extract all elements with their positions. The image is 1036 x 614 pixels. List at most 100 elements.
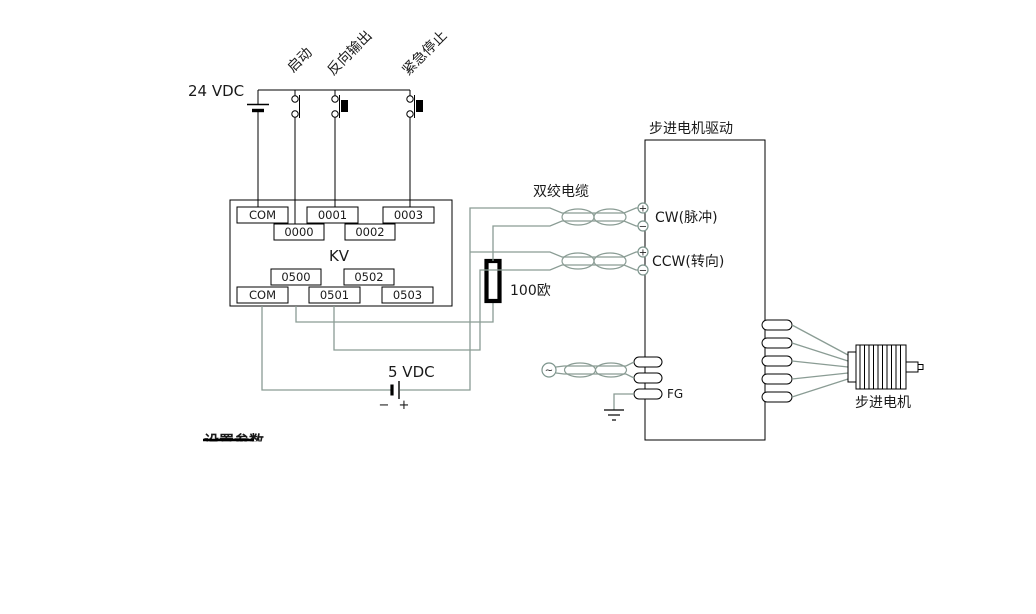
motor-terminal-5 [761,391,793,403]
5vdc-label: 5 VDC [388,363,435,381]
resistor-label: 100欧 [510,283,551,299]
svg-text:0500: 0500 [281,270,310,284]
power-wire-top [555,361,635,368]
svg-text:0002: 0002 [355,225,384,239]
kv-terminal-com-top: COM [236,206,289,224]
kv-plc-unit: COM 0001 0003 0000 0002 KV 0500 0502 [229,199,453,307]
wire-0500-to-resistor [295,301,494,323]
signal-wiring: 5 VDC − + 100欧 [261,207,638,413]
power-5vdc: 5 VDC − + [379,363,435,413]
ccw-minus-terminal [637,264,649,276]
motor-terminal-1 [761,319,793,331]
power-input-terminal-1 [633,356,663,368]
svg-text:0000: 0000 [284,225,313,239]
motor-terminal-4 [761,373,793,385]
svg-text:0501: 0501 [320,288,349,302]
power-input-terminal-2 [633,372,663,384]
kv-name-label: KV [329,247,350,265]
switch-contact-bottom [291,110,299,118]
switch-start: 启动 [285,45,316,224]
battery5-minus-sign: − [379,398,390,413]
power-24vdc: 24 VDC [188,82,410,207]
motor-lead-4 [791,372,849,380]
switch-contact-top [331,95,339,103]
switch-estop-label: 紧急停止 [399,27,451,79]
kv-terminal-0000: 0000 [273,223,325,241]
wire-5v-to-cw-plus [399,207,638,391]
resistor-100ohm [484,258,502,304]
stepper-motor: 步进电机 [791,324,924,411]
crop-mask [198,441,282,455]
wire-0501-to-ccw-minus [333,264,638,351]
svg-text:COM: COM [249,288,276,302]
kv-terminal-0002: 0002 [344,223,396,241]
motor-lead-3 [791,360,849,368]
ccw-label: CCW(转向) [652,254,724,270]
kv-terminal-0501: 0501 [308,286,361,304]
svg-text:0003: 0003 [394,208,423,222]
fg-label: FG [667,387,683,401]
pushbutton-actuator [416,100,423,112]
switch-contact-bottom [406,110,414,118]
switch-start-label: 启动 [285,45,316,76]
wire-resistor-to-cw-minus [492,220,638,261]
wire-com-to-battery5 [261,306,391,391]
partial-heading: 设置参数 [198,432,282,455]
switch-reverse-label: 反向输出 [325,28,376,79]
kv-terminal-0001: 0001 [306,206,359,224]
power-wire-bottom [555,372,635,379]
ccw-plus-terminal [637,246,649,258]
motor-label: 步进电机 [855,395,911,411]
svg-text:0001: 0001 [318,208,347,222]
ccw-minus-sign: − [639,266,647,277]
svg-text:0503: 0503 [393,288,422,302]
kv-plc-box [229,199,453,307]
ccw-plus-sign: + [639,248,647,259]
kv-terminal-0500: 0500 [270,268,322,286]
kv-terminal-0503: 0503 [381,286,434,304]
earth-ground-symbol [604,409,624,421]
motor-body [855,344,907,390]
motor-lead-1 [791,324,849,356]
kv-terminal-0003: 0003 [382,206,435,224]
driver-power-source: ~ [541,361,635,379]
switch-contact-top [406,95,414,103]
motor-lead-2 [791,342,849,362]
cw-plus-sign: + [639,204,647,215]
switch-reverse-output: 反向输出 [325,28,376,207]
driver-box [644,139,766,441]
switch-contact-bottom [331,110,339,118]
cw-plus-terminal [637,202,649,214]
twisted-pair-power [563,362,628,378]
motor-terminal-3 [761,355,793,367]
wire-5v-to-ccw-plus [470,251,638,258]
battery5-plus-sign: + [399,398,410,413]
stepper-driver: 步进电机驱动 + − + − CW(脉冲) CCW(转向) FG [633,121,793,441]
cw-label: CW(脉冲) [655,210,718,226]
twisted-cable-label: 双绞电缆 [533,183,589,200]
pushbutton-actuator [341,100,348,112]
switch-emergency-stop: 紧急停止 [399,27,451,207]
motor-lead-5 [791,378,849,398]
ground-connection [604,393,634,421]
motor-shaft [905,361,919,373]
kv-terminal-com-bottom: COM [236,286,289,304]
switch-contact-top [291,95,299,103]
svg-text:COM: COM [249,208,276,222]
wire-fg-to-ground [613,393,634,410]
motor-shaft-tip [917,364,924,370]
kv-terminal-0502: 0502 [343,268,395,286]
driver-title: 步进电机驱动 [649,121,733,137]
motor-flange [847,351,857,383]
cw-minus-terminal [637,220,649,232]
twisted-pair-cw [561,208,627,226]
motor-terminal-2 [761,337,793,349]
24vdc-label: 24 VDC [188,82,244,100]
twisted-pair-ccw [561,252,627,270]
svg-text:0502: 0502 [354,270,383,284]
cw-minus-sign: − [639,222,647,233]
ac-sign: ~ [545,366,553,377]
fg-terminal [633,388,663,400]
